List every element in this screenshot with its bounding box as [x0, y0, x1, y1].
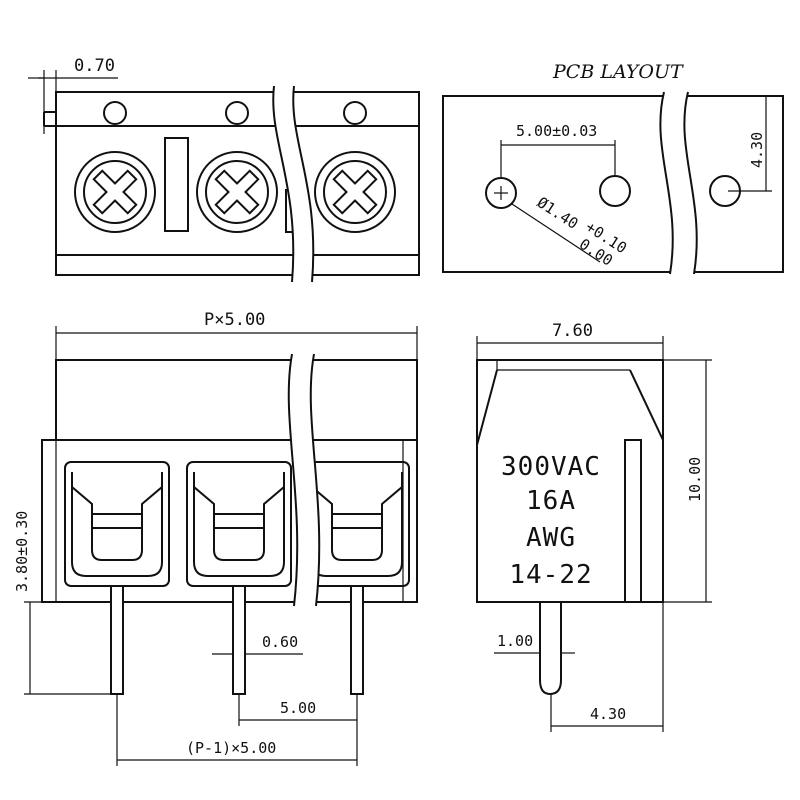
screw-head-icon [196, 151, 278, 233]
pcb-layout-view: PCB LAYOUT 5.00±0.03 4.30 Ø1.40 +0.10 0.… [442, 61, 784, 278]
dim-length: P×5.00 [204, 310, 265, 330]
dim-height: 10.00 [686, 457, 704, 502]
front-view: P×5.00 3.80±0.30 0.60 5.00 (P-1)×5.00 [13, 310, 418, 766]
divider-slot [164, 137, 189, 232]
dim-hole-offset: 4.30 [748, 132, 766, 168]
dim-hole-pitch: 5.00±0.03 [516, 122, 597, 140]
screw-head-icon [314, 151, 396, 233]
rating-wire-label: AWG [526, 523, 576, 553]
dim-pin-width: 0.60 [262, 633, 298, 651]
dim-pin-height: 3.80±0.30 [13, 511, 31, 592]
top-hole-3 [343, 101, 367, 125]
top-hole-2 [225, 101, 249, 125]
dim-width: 7.60 [552, 321, 593, 341]
dim-pin-offset: 4.30 [590, 705, 626, 723]
side-view: 300VAC 16A AWG 14-22 7.60 10.00 1.00 4.3… [476, 321, 712, 732]
side-pin [539, 601, 562, 696]
wire-cavity [186, 461, 292, 587]
top-view: 0.70 [28, 56, 420, 283]
wire-cavity [304, 461, 410, 587]
dim-hole-diameter: Ø1.40 [534, 193, 582, 233]
pcb-outline [442, 95, 784, 273]
top-hole-1 [103, 101, 127, 125]
pin [232, 585, 246, 695]
dim-pin-thickness: 1.00 [497, 632, 533, 650]
screw-head-icon [74, 151, 156, 233]
pin [350, 585, 364, 695]
wire-cavity [64, 461, 170, 587]
pcb-hole-icon [599, 175, 631, 207]
rating-current: 16A [526, 486, 576, 516]
front-view-outline [41, 439, 418, 603]
rating-voltage: 300VAC [501, 452, 601, 482]
pin [110, 585, 124, 695]
dim-pin-pitch: 5.00 [280, 699, 316, 717]
rating-wire-range: 14-22 [509, 560, 592, 590]
side-slot [624, 439, 642, 603]
dim-flange: 0.70 [74, 56, 115, 76]
side-view-outline [476, 359, 664, 603]
pcb-layout-title: PCB LAYOUT [552, 61, 684, 83]
top-view-outline [55, 91, 420, 276]
dim-pin-span: (P-1)×5.00 [186, 739, 276, 757]
